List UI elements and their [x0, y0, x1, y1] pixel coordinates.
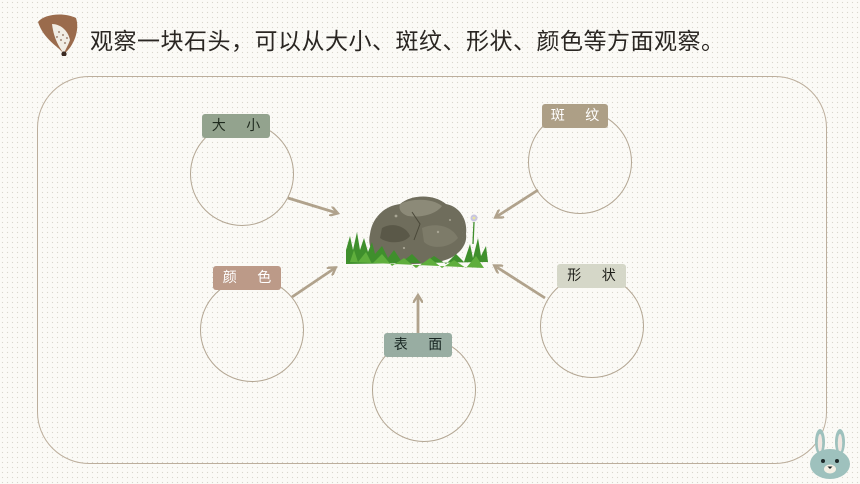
diagram-frame	[37, 76, 827, 464]
color-tag: 颜 色	[213, 266, 281, 290]
arrow-color	[291, 268, 335, 299]
bunny-icon	[810, 429, 850, 479]
arrow-size	[287, 196, 337, 213]
page-title: 观察一块石头，可以从大小、斑纹、形状、颜色等方面观察。	[90, 29, 725, 55]
arrow-pattern	[496, 188, 539, 217]
shape-tag: 形 状	[557, 264, 626, 288]
hedgehog-icon	[38, 14, 78, 56]
pattern-tag: 斑 纹	[542, 104, 608, 128]
rock-illustration	[346, 196, 488, 268]
surface-tag: 表 面	[384, 333, 452, 357]
arrow-shape	[495, 266, 546, 300]
size-tag: 大 小	[202, 114, 270, 138]
